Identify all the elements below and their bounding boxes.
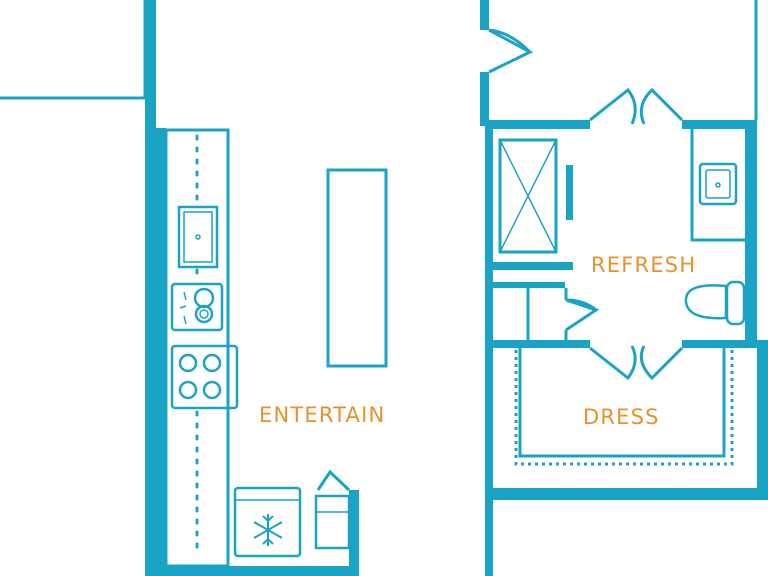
walls: [145, 0, 768, 576]
kitchen-island: [326, 168, 388, 368]
wall-bath-top-left: [485, 120, 590, 129]
dishwasher-icon: [170, 282, 224, 332]
dress-frame: [518, 348, 726, 458]
bath-sink-inner: [705, 169, 731, 199]
dishwasher-plate-1: [193, 287, 215, 309]
kitchen-sink-drain: [195, 234, 201, 240]
outlines: [0, 0, 758, 568]
dishwasher-box: [170, 282, 224, 332]
kitchen-sink-icon: [177, 205, 219, 269]
bath-vanity: [690, 129, 745, 242]
refrigerator-icon: [233, 486, 302, 558]
wall-center-long: [485, 126, 493, 496]
door-pantry: [316, 469, 351, 492]
room-label-entertain: ENTERTAIN: [259, 403, 385, 427]
burner-1: [178, 353, 198, 373]
burner-4: [202, 380, 222, 400]
burner-2: [202, 353, 222, 373]
wall-kitchen-bottom: [145, 566, 355, 576]
fixture-bottom-partial: [179, 566, 277, 576]
room-label-refresh: REFRESH: [591, 253, 696, 277]
door-bath-top: [589, 87, 684, 125]
wall-shower-bottom: [485, 262, 573, 270]
pantry-box: [314, 494, 351, 550]
wall-bath-top-right: [682, 120, 757, 129]
wall-left-upper: [145, 0, 156, 128]
shower-icon: [498, 138, 558, 254]
wall-linen-bottom: [485, 282, 565, 288]
bath-fixtures: [684, 162, 746, 326]
kitchen-sink-outer: [177, 205, 219, 269]
wall-center-mid: [480, 72, 489, 126]
pantry-icon: [314, 494, 351, 550]
toilet-tank: [725, 280, 746, 326]
dishwasher-plate-2: [194, 304, 214, 324]
bath-sink-drain: [715, 182, 721, 188]
room-top-left: [0, 0, 147, 100]
bath-sink-outer: [698, 162, 738, 206]
bathroom-sink-icon: [698, 162, 738, 206]
cooktop-box: [170, 344, 239, 410]
wall-shower-right: [566, 165, 573, 220]
wall-center-bottom: [485, 500, 493, 576]
wall-bottom-dress: [485, 488, 768, 500]
fridge-box: [233, 486, 302, 558]
cooktop-icon: [170, 344, 239, 410]
doors: [316, 28, 684, 492]
burner-3: [178, 380, 198, 400]
closet-rod: [514, 350, 734, 466]
linen-closet: [526, 288, 568, 340]
wall-bath-dress-right: [682, 340, 768, 348]
dishwasher-marks: [179, 291, 187, 325]
wall-center-top: [480, 0, 489, 30]
wall-right-dress: [757, 346, 768, 500]
dishwasher-plate-3: [199, 309, 209, 319]
door-entry: [488, 28, 534, 74]
toilet-bowl: [684, 284, 728, 320]
snowflake-icon: [253, 514, 283, 546]
toilet-icon: [684, 280, 746, 326]
door-bath-bottom: [589, 345, 684, 381]
room-label-dress: DRESS: [583, 405, 660, 429]
kitchen-sink-inner: [183, 211, 213, 263]
shower-diagonal: [499, 139, 557, 253]
wall-left-lower: [145, 128, 166, 576]
kitchen-fixtures: [170, 205, 351, 576]
wall-pantry-right: [349, 490, 359, 576]
closet-rod-path: [514, 350, 734, 466]
wall-bath-dress-left: [485, 340, 590, 348]
door-linen: [565, 298, 600, 332]
wall-right-bath: [745, 120, 757, 346]
